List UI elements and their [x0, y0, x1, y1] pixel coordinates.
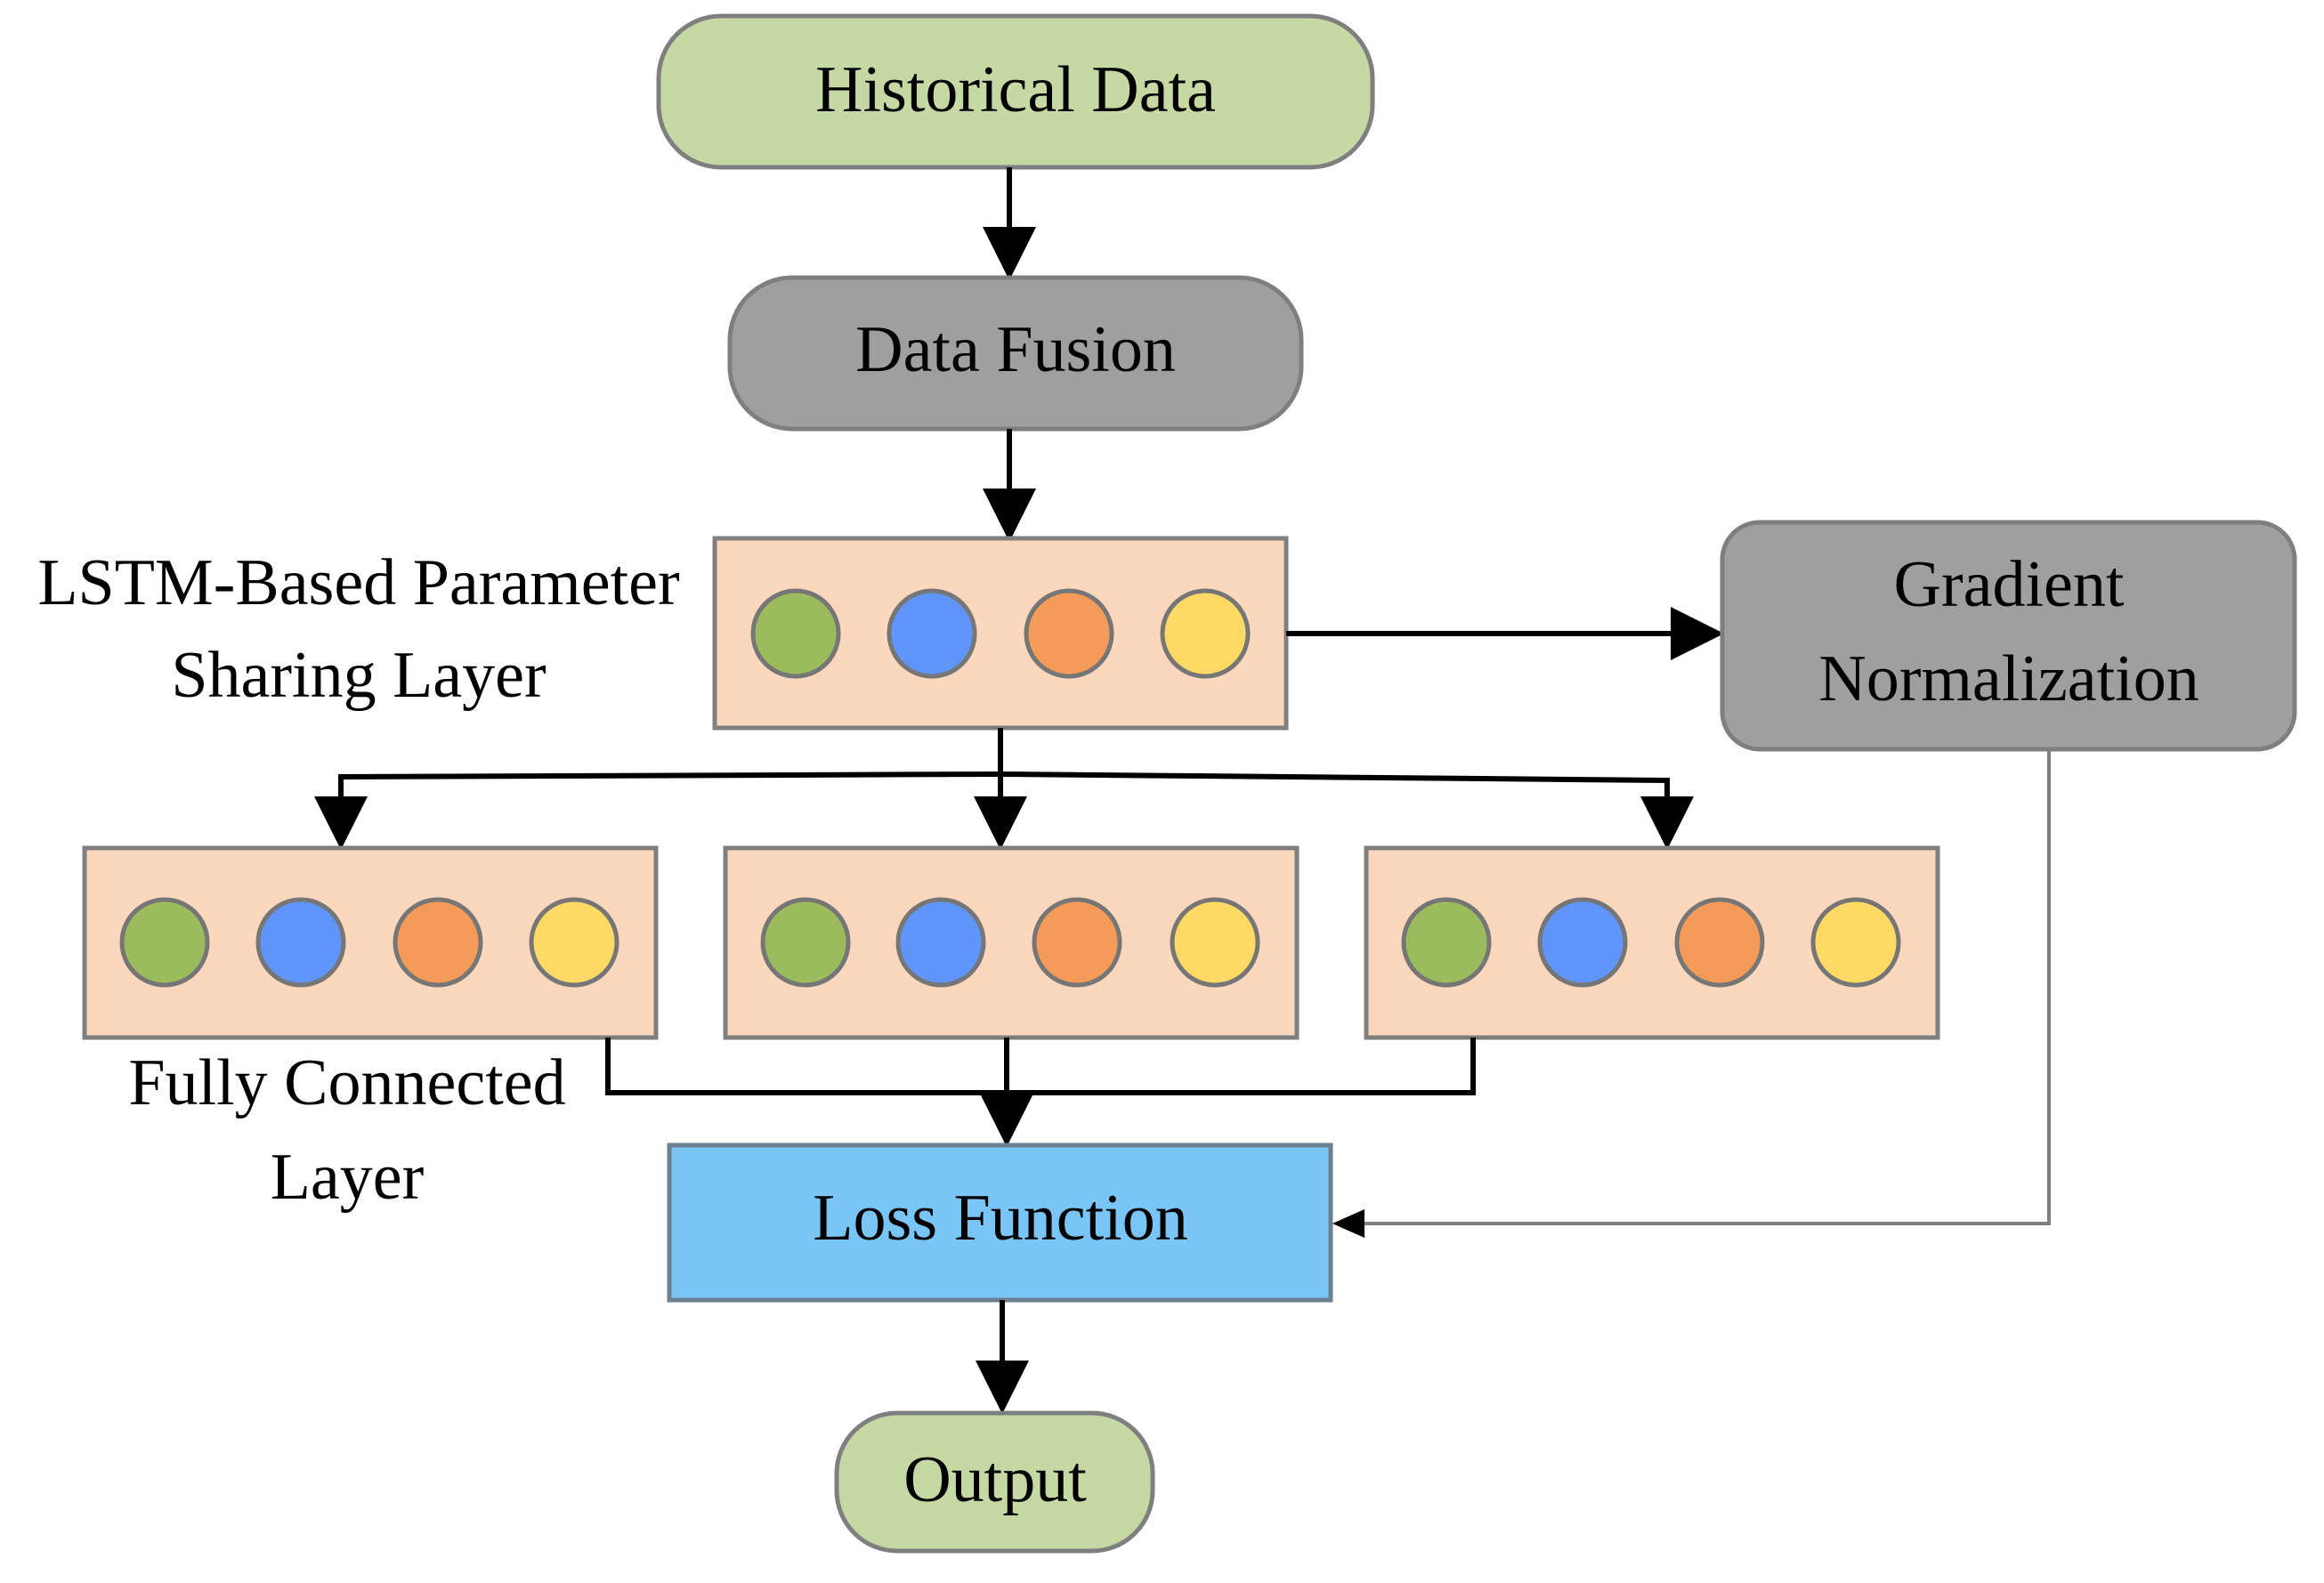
historical-data-label: Historical Data [815, 53, 1216, 126]
lstm-neuron-1 [750, 588, 841, 679]
output-box [834, 1410, 1155, 1554]
fc1-neuron-2 [255, 897, 346, 988]
data-fusion-node: Data Fusion [727, 275, 1304, 432]
edge-gradient-to-loss-arrowhead [1332, 1209, 1364, 1238]
gradient-normalization-line1: Gradient [1894, 548, 2125, 621]
edge-gradient-to-loss [1344, 749, 2051, 1225]
lstm-label-line2: Sharing Layer [171, 639, 546, 712]
lstm-layer-caption: LSTM-Based Parameter Sharing Layer [37, 546, 679, 712]
fc2-neuron-4 [1170, 897, 1260, 988]
data-fusion-label: Data Fusion [855, 313, 1176, 386]
edge-merge-bar [605, 1038, 1476, 1095]
fc1-neuron-3 [393, 897, 483, 988]
data-fusion-box [727, 275, 1304, 432]
gradient-normalization-box [1720, 520, 2297, 752]
fc-layer-3 [1364, 845, 1940, 1040]
fc1-neuron-4 [529, 897, 619, 988]
fc1-neuron-1 [119, 897, 210, 988]
fc2-neuron-2 [895, 897, 986, 988]
fc-layer-2 [723, 845, 1300, 1040]
historical-data-box [656, 13, 1375, 170]
merge-fc-to-loss [605, 1038, 1476, 1147]
fc3-neuron-4 [1810, 897, 1901, 988]
lstm-neuron-3 [1024, 588, 1114, 679]
lstm-neuron-4 [1160, 588, 1251, 679]
lstm-neuron-2 [887, 588, 977, 679]
loss-function-node: Loss Function [667, 1143, 1333, 1303]
historical-data-node: Historical Data [656, 13, 1375, 170]
fc-layer-1 [82, 845, 659, 1040]
fc2-neuron-1 [760, 897, 851, 988]
edge-branch-bar [340, 771, 1668, 783]
fc-layer-caption: Fully Connected Layer [128, 1046, 565, 1214]
lstm-layer-node [712, 536, 1289, 731]
loss-function-box [667, 1143, 1333, 1303]
fc3-neuron-2 [1537, 897, 1628, 988]
branch-lstm-to-fc [314, 728, 1694, 850]
gradient-normalization-line2: Normalization [1818, 642, 2198, 715]
lstm-label-line1: LSTM-Based Parameter [37, 546, 679, 619]
gradient-normalization-node: Gradient Normalization [1720, 520, 2297, 752]
fc-label-line1: Fully Connected [128, 1046, 565, 1119]
output-label: Output [903, 1443, 1087, 1516]
loss-function-label: Loss Function [813, 1182, 1187, 1255]
fc-label-line2: Layer [271, 1141, 425, 1214]
fc3-neuron-3 [1674, 897, 1765, 988]
output-node: Output [834, 1410, 1155, 1554]
fc3-neuron-1 [1401, 897, 1492, 988]
fc2-neuron-3 [1032, 897, 1122, 988]
